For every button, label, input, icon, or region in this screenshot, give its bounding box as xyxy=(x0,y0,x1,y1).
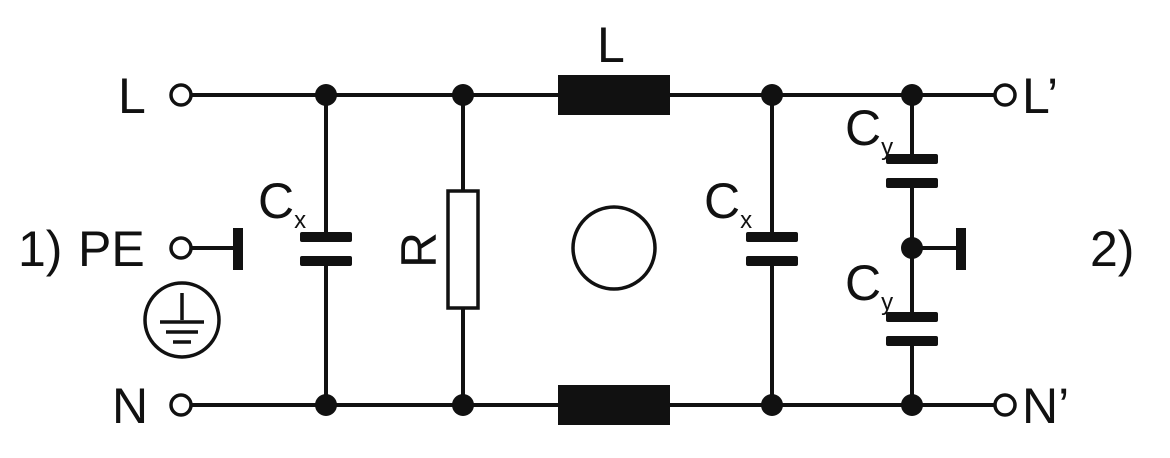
label-resistor: R xyxy=(391,232,447,268)
junction-dot xyxy=(452,84,474,106)
label-inductor: L xyxy=(597,17,625,73)
terminal-line-in xyxy=(169,83,193,107)
junction-dot xyxy=(901,237,923,259)
capacitor-cx-right xyxy=(746,232,798,266)
junction-dot xyxy=(315,394,337,416)
cy-earth-bar xyxy=(956,228,966,270)
capacitor-cy-bottom xyxy=(886,312,938,346)
junction-dot xyxy=(761,84,783,106)
label-earth-in: PE xyxy=(78,221,145,277)
pe-earth-bar xyxy=(233,228,243,270)
junction-dot xyxy=(901,394,923,416)
junction-dot xyxy=(901,84,923,106)
label-cx-right: Cx xyxy=(704,173,752,234)
label-earth-group: 1) xyxy=(18,221,62,277)
inductor-line xyxy=(558,75,670,115)
label-line-in: L xyxy=(118,68,146,124)
junction-dot xyxy=(315,84,337,106)
terminal-earth-in xyxy=(169,236,193,260)
toroid-core-icon xyxy=(571,205,657,291)
capacitor-cx-left xyxy=(300,232,352,266)
terminal-line-out xyxy=(993,83,1017,107)
label-output-group: 2) xyxy=(1090,221,1134,277)
label-cy-bottom: Cy xyxy=(845,255,893,316)
terminal-neutral-in xyxy=(169,393,193,417)
terminals xyxy=(169,83,1017,417)
junctions xyxy=(315,84,923,416)
protective-earth-icon xyxy=(143,281,221,359)
junction-dot xyxy=(761,394,783,416)
label-cx-left: Cx xyxy=(258,173,306,234)
label-neutral-in: N xyxy=(112,378,148,434)
label-neutral-out: N’ xyxy=(1022,378,1069,434)
resistor xyxy=(446,189,480,310)
capacitors xyxy=(300,154,938,346)
label-cy-top: Cy xyxy=(845,100,893,161)
terminal-neutral-out xyxy=(993,393,1017,417)
label-line-out: L’ xyxy=(1022,68,1058,124)
junction-dot xyxy=(452,394,474,416)
inductor-neutral xyxy=(558,385,670,425)
capacitor-cy-top xyxy=(886,154,938,188)
